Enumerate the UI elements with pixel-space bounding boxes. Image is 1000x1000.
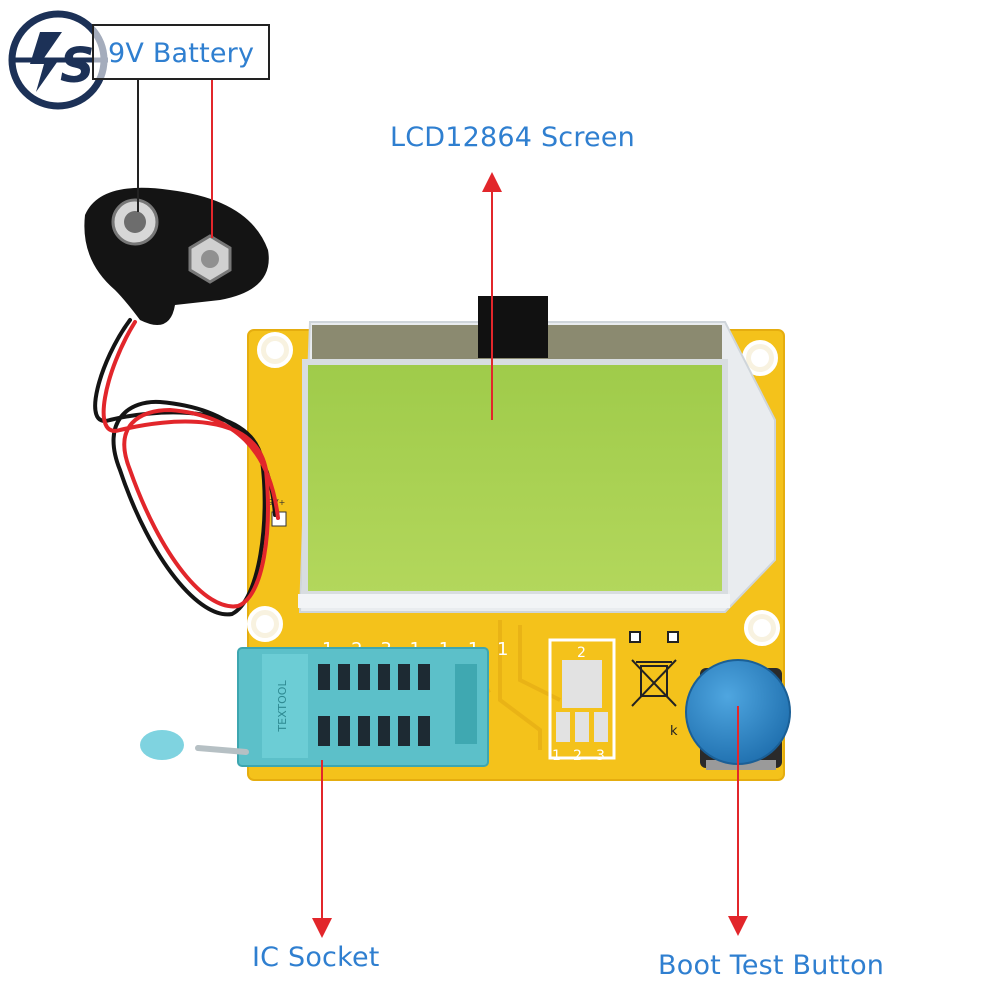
battery-label-box	[92, 24, 270, 80]
ic-socket: 1 2 3 1 1 1 1 TEXTOOL	[140, 639, 509, 767]
svg-text:k: k	[670, 724, 678, 739]
lcd-screen-label: LCD12864 Screen	[390, 122, 635, 153]
svg-text:2: 2	[573, 748, 582, 764]
ic-socket-label: IC Socket	[252, 942, 380, 973]
svg-text:1: 1	[552, 748, 561, 764]
battery-wires	[93, 318, 280, 617]
svg-text:TEXTOOL: TEXTOOL	[276, 680, 289, 733]
socket-lever	[195, 745, 249, 755]
transistor-footprint: 2 1 2 3	[548, 638, 616, 764]
lcd-module	[298, 296, 776, 613]
weee-bin-icon	[629, 631, 679, 707]
battery-label: 9V Battery	[108, 38, 255, 69]
logo-letter: S	[60, 38, 95, 94]
lcd-screen	[302, 359, 728, 597]
lightning-icon	[30, 32, 62, 92]
lever-knob	[140, 730, 184, 760]
boot-test-button-label: Boot Test Button	[658, 950, 885, 981]
callout-arrows	[137, 80, 748, 938]
battery-clip	[84, 187, 269, 325]
svg-text:3: 3	[596, 748, 605, 764]
svg-text:2: 2	[577, 645, 586, 661]
